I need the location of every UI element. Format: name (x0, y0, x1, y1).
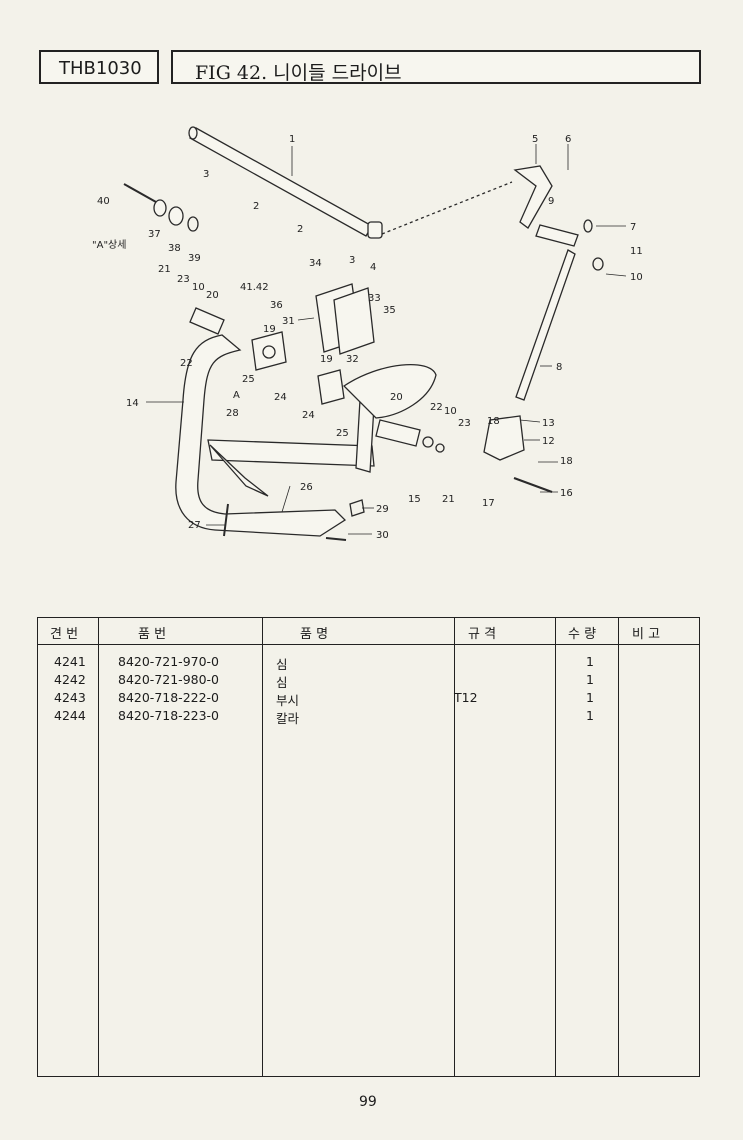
callout-label: 37 (148, 229, 161, 240)
row-3-ref: 4243 (54, 690, 86, 705)
header-spec: 규 격 (468, 627, 497, 642)
callout-label: 10 (630, 272, 643, 283)
callout-label: 21 (158, 264, 171, 275)
callout-label: 18 (487, 416, 500, 427)
callout-label: 23 (177, 274, 190, 285)
callout-label: 14 (126, 398, 139, 409)
row-2-qty: 1 (586, 672, 594, 687)
callout-label: 19 (320, 354, 333, 365)
callout-label: 21 (442, 494, 455, 505)
row-4-part-no: 8420-718-223-0 (118, 708, 220, 723)
callout-label: 29 (376, 504, 389, 515)
row-2-part-no: 8420-721-980-0 (118, 672, 220, 687)
header-ref: 견 번 (50, 627, 79, 642)
callout-label: 11 (630, 246, 643, 257)
callout-label: 3 (203, 169, 209, 180)
callout-label: 16 (560, 488, 573, 499)
callout-label: 9 (548, 196, 554, 207)
callout-label: 27 (188, 520, 201, 531)
row-4-ref: 4244 (54, 708, 86, 723)
callout-label: 7 (630, 222, 636, 233)
callout-label: 4 (370, 262, 376, 273)
callout-label: 34 (309, 258, 322, 269)
model-code: THB1030 (59, 58, 142, 79)
callout-label: 30 (376, 530, 389, 541)
page-number: 99 (359, 1094, 377, 1110)
callout-1: 1 (289, 134, 295, 145)
row-1-ref: 4241 (54, 654, 86, 669)
figure-title: FIG 42. 니이들 드라이브 (195, 62, 402, 84)
callout-label: 38 (168, 243, 181, 254)
callout-label: 24 (274, 392, 287, 403)
row-1-name: 심 (276, 657, 288, 672)
callout-label: 33 (368, 293, 381, 304)
callout-label: 8 (556, 362, 562, 373)
callout-label: 35 (383, 305, 396, 316)
callout-label: 6 (565, 134, 571, 145)
callout-label: 32 (346, 354, 359, 365)
callout-label: 31 (282, 316, 295, 327)
row-1-part-no: 8420-721-970-0 (118, 654, 220, 669)
callout-label: 22 (180, 358, 193, 369)
callout-label: 2 (297, 224, 303, 235)
exploded-parts-diagram: 1 2 2 3 3 4 5 6 7 8 9 10 10 10 11 12 13 … (92, 126, 643, 541)
header-name: 품 명 (300, 627, 329, 642)
header-remark: 비 고 (632, 627, 661, 642)
parts-table: 견 번 품 번 품 명 규 격 수 량 비 고 4241 8420-721-97… (37, 617, 700, 1077)
row-3-qty: 1 (586, 690, 594, 705)
callout-label: 5 (532, 134, 538, 145)
callout-label: 19 (263, 324, 276, 335)
callout-label: 24 (302, 410, 315, 421)
callout-label: 18 (560, 456, 573, 467)
callout-label: 12 (542, 436, 555, 447)
row-3-spec: T12 (454, 690, 478, 705)
callout-label: 36 (270, 300, 283, 311)
callout-label: 20 (390, 392, 403, 403)
row-2-ref: 4242 (54, 672, 86, 687)
callout-label: 41.42 (240, 282, 269, 293)
callout-label: 10 (444, 406, 457, 417)
callout-label: "A"상세 (92, 239, 126, 251)
row-3-name: 부시 (276, 693, 300, 708)
callout-label: 10 (192, 282, 205, 293)
callout-label: 40 (97, 196, 110, 207)
callout-label: 25 (336, 428, 349, 439)
callout-label: 26 (300, 482, 313, 493)
model-code-box: THB1030 (39, 50, 159, 84)
callout-label: 20 (206, 290, 219, 301)
row-4-qty: 1 (586, 708, 594, 723)
header-part-no: 품 번 (138, 627, 167, 642)
row-1-qty: 1 (586, 654, 594, 669)
callout-label: 13 (542, 418, 555, 429)
row-3-part-no: 8420-718-222-0 (118, 690, 220, 705)
callout-label: A (233, 390, 240, 401)
callout-label: 22 (430, 402, 443, 413)
row-4-name: 칼라 (276, 711, 300, 726)
callout-label: 15 (408, 494, 421, 505)
callout-label: 3 (349, 255, 355, 266)
callout-label: 23 (458, 418, 471, 429)
header-qty: 수 량 (568, 627, 597, 642)
callout-label: 28 (226, 408, 239, 419)
callout-label: 17 (482, 498, 495, 509)
callout-label: 25 (242, 374, 255, 385)
callout-label: 2 (253, 201, 259, 212)
figure-title-box: FIG 42. 니이들 드라이브 (171, 50, 701, 84)
row-2-name: 심 (276, 675, 288, 690)
callout-label: 39 (188, 253, 201, 264)
